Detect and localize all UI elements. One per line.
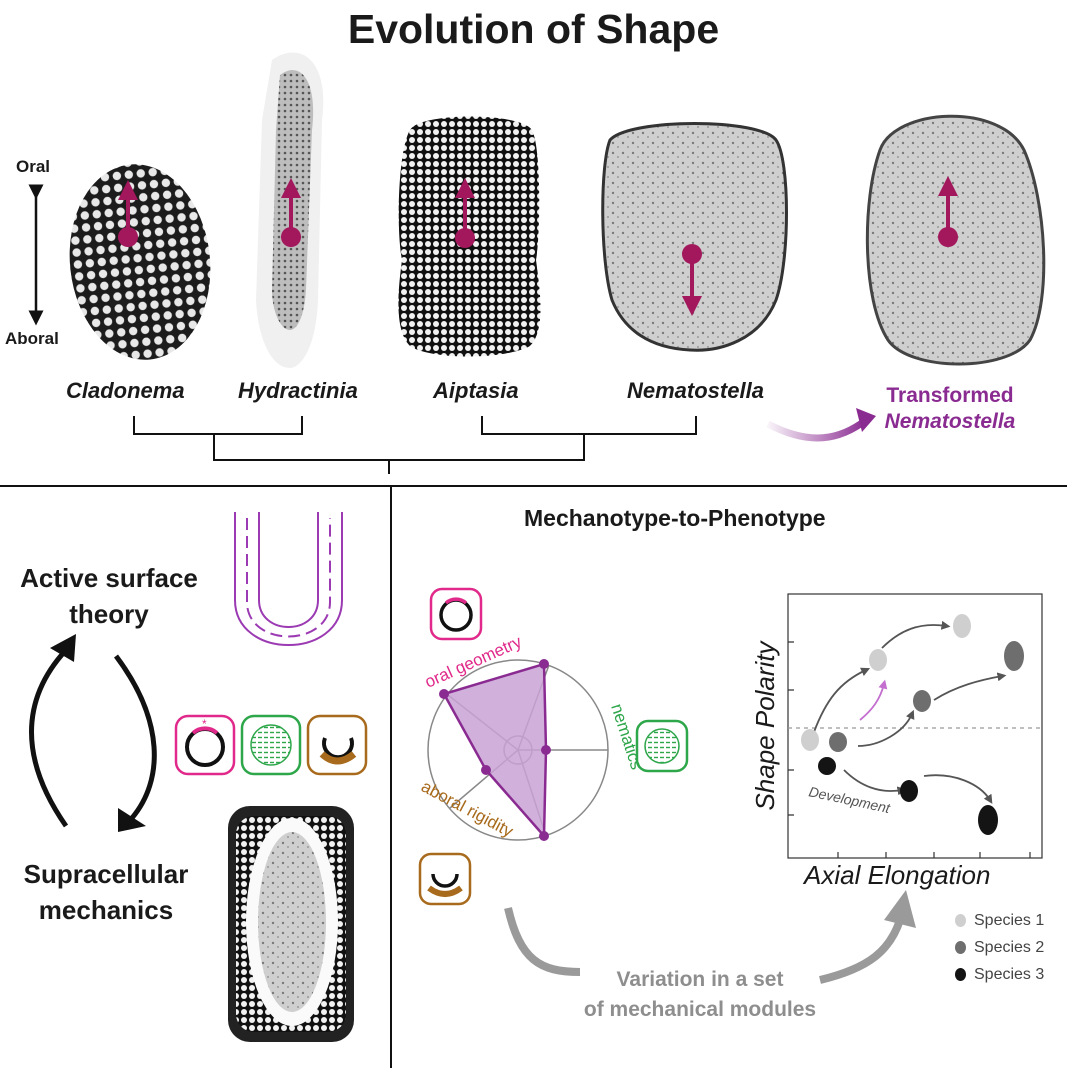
legend-item-species-1: Species 1 — [955, 912, 1044, 930]
transformed-nematostella-image — [865, 114, 1046, 366]
nematics-module-icon — [240, 714, 302, 776]
radar-nematics-icon — [635, 719, 689, 773]
transformed-label-line2: Nematostella — [884, 410, 1016, 433]
figure-title: Evolution of Shape — [347, 6, 720, 52]
legend-item-species-3: Species 3 — [955, 966, 1044, 984]
aboral-rigidity-module-icon — [306, 714, 368, 776]
cycle-arrow-down — [113, 654, 157, 820]
cycle-arrow-up — [29, 648, 69, 828]
plot-x-axis-label: Axial Elongation — [804, 860, 991, 890]
variation-line2: of mechanical modules — [583, 998, 817, 1021]
active-surface-line2: theory — [69, 599, 149, 629]
transformed-label: Transformed Nematostella — [870, 383, 1030, 435]
nematostella-larva-image — [601, 122, 788, 352]
plot-development-label: Development — [807, 783, 892, 816]
phenotype-plot-frame — [787, 593, 1043, 859]
variation-arrow-right — [819, 918, 904, 984]
species-1-points — [801, 614, 971, 751]
legend-label-species-1: Species 1 — [974, 912, 1045, 929]
plot-y-axis-label: Shape Polarity — [750, 639, 780, 810]
development-arrows — [813, 620, 1007, 804]
species-label-nematostella: Nematostella — [627, 378, 764, 403]
cladonema-embryo-image — [69, 164, 211, 360]
active-surface-theory-label: Active surface theory — [0, 560, 218, 632]
radar-polygon — [442, 662, 548, 840]
radar-chart — [427, 659, 609, 841]
legend-swatch-species-1 — [955, 914, 966, 927]
species-label-cladonema: Cladonema — [66, 378, 185, 403]
svg-text:*: * — [202, 717, 207, 731]
species-2-points — [829, 641, 1024, 752]
legend-swatch-species-3 — [955, 968, 966, 981]
species-label-aiptasia: Aiptasia — [433, 378, 519, 403]
phylogeny-tree — [133, 416, 697, 474]
legend-item-species-2: Species 2 — [955, 939, 1044, 957]
oral-geometry-module-icon: * — [174, 714, 236, 776]
radar-oral-icon — [429, 587, 483, 641]
supracellular-mechanics-label: Supracellular mechanics — [0, 856, 212, 928]
species-label-hydractinia: Hydractinia — [238, 378, 358, 403]
legend-swatch-species-2 — [955, 941, 966, 954]
supracellular-line1: Supracellular — [23, 859, 189, 889]
transformed-label-line1: Transformed — [886, 384, 1014, 407]
supracellular-larva-image — [228, 806, 354, 1042]
supracellular-line2: mechanics — [38, 895, 174, 925]
plot-legend: Species 1 Species 2 Species 3 — [955, 912, 1044, 984]
variation-arrow-left — [504, 907, 581, 976]
legend-label-species-2: Species 2 — [974, 939, 1045, 956]
surface-outline-drawing — [234, 512, 343, 646]
legend-label-species-3: Species 3 — [974, 966, 1045, 983]
variation-label: Variation in a set of mechanical modules — [530, 965, 870, 1025]
axis-label-aboral: Aboral — [5, 329, 59, 348]
mechanotype-heading: Mechanotype-to-Phenotype — [524, 505, 826, 531]
species-3-points — [818, 757, 998, 835]
radar-aboral-icon — [418, 852, 472, 906]
hydractinia-larva-image — [256, 52, 324, 368]
active-surface-line1: Active surface — [20, 563, 198, 593]
aiptasia-larva-image — [398, 116, 541, 357]
transformed-arrow — [766, 417, 869, 442]
variation-line1: Variation in a set — [616, 968, 784, 991]
axis-label-oral: Oral — [16, 157, 51, 176]
